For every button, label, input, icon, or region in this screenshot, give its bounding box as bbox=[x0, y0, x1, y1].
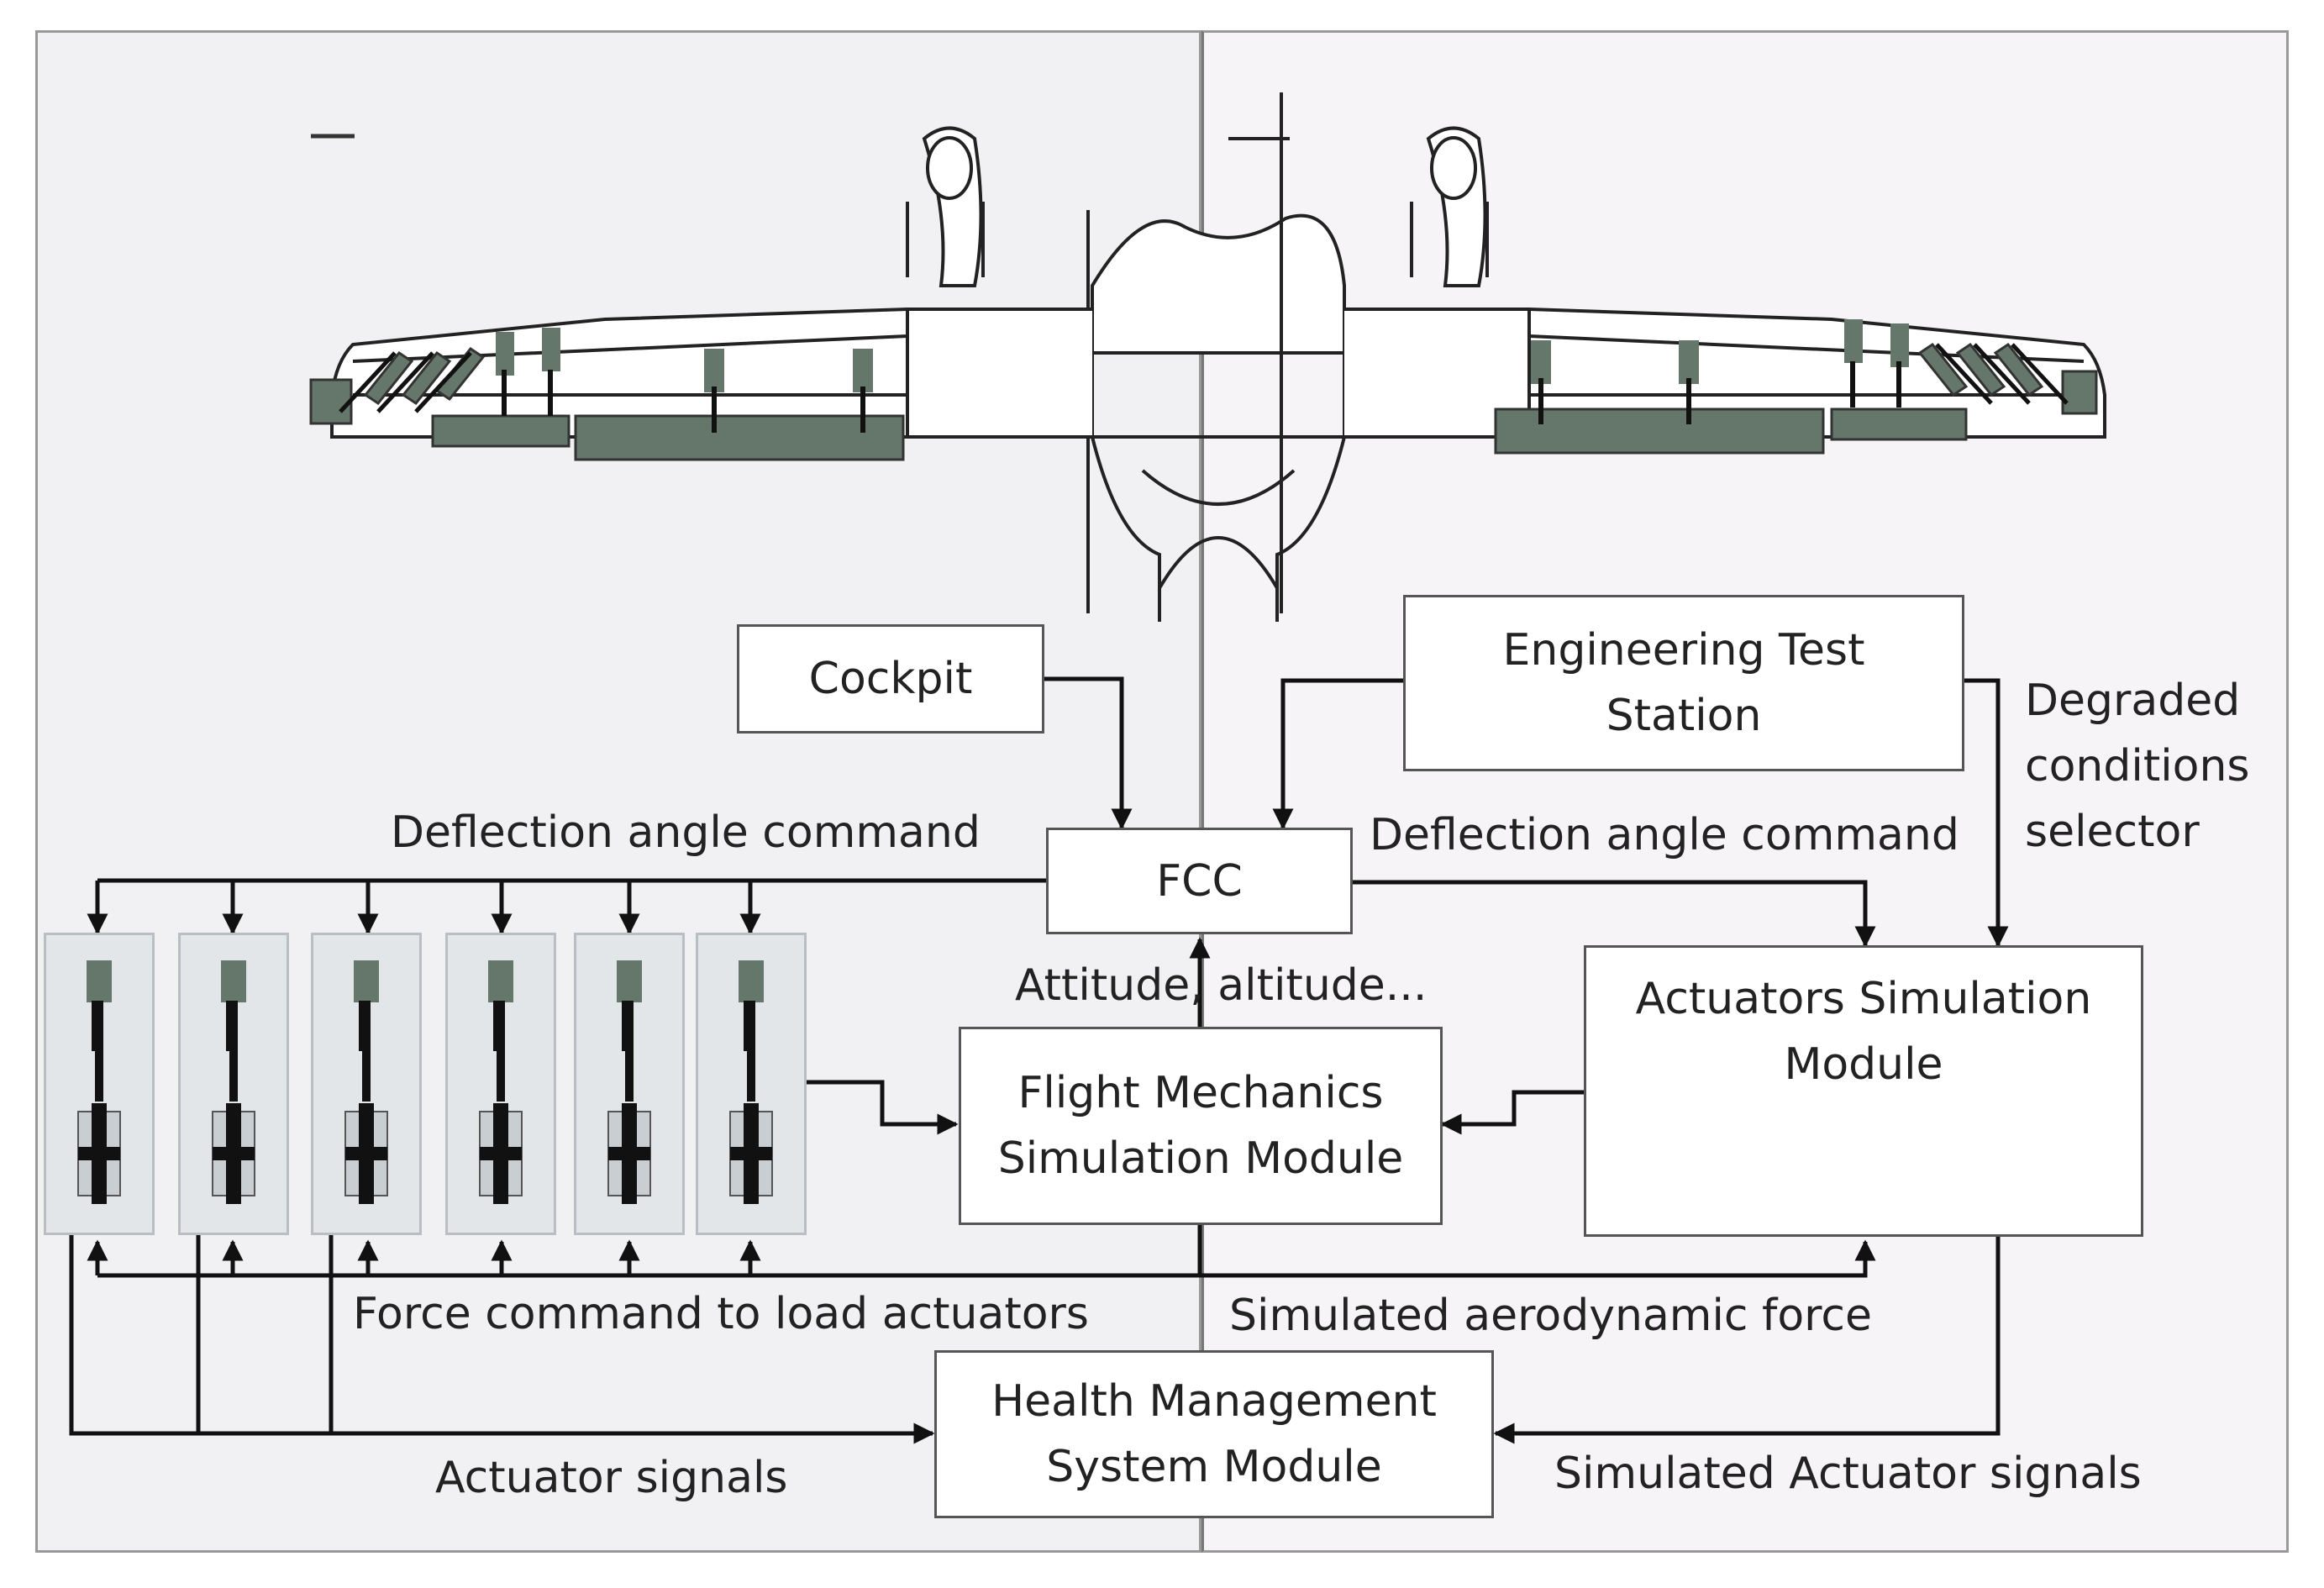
deflection-angle-command-right-label: Deflection angle command bbox=[1370, 810, 1959, 860]
actuator-glyph bbox=[479, 960, 523, 1204]
actuator-glyph bbox=[729, 960, 773, 1204]
left-panel bbox=[35, 30, 1201, 1553]
actuator-unit-4 bbox=[445, 933, 556, 1235]
actuator-unit-2 bbox=[178, 933, 289, 1235]
connectors bbox=[69, 676, 2009, 1444]
actuator-unit-1 bbox=[44, 933, 155, 1235]
deflection-angle-command-left-label: Deflection angle command bbox=[391, 807, 981, 858]
actuator-unit-6 bbox=[696, 933, 807, 1235]
health-management-system-module-block: Health Management System Module bbox=[934, 1350, 1494, 1518]
simulated-aerodynamic-force-label: Simulated aerodynamic force bbox=[1229, 1291, 1872, 1341]
left-control-surfaces bbox=[309, 328, 905, 461]
actuator-glyph bbox=[607, 960, 651, 1204]
force-command-label: Force command to load actuators bbox=[353, 1289, 1090, 1339]
fcc-block: FCC bbox=[1046, 828, 1353, 934]
actuator-glyph bbox=[212, 960, 255, 1204]
actuator-unit-5 bbox=[574, 933, 685, 1235]
cockpit-block: Cockpit bbox=[737, 624, 1044, 734]
engineering-test-station-block: Engineering Test Station bbox=[1403, 595, 1964, 771]
actuator-glyph bbox=[344, 960, 388, 1204]
flight-mechanics-simulation-module-block: Flight Mechanics Simulation Module bbox=[959, 1027, 1443, 1225]
actuator-signals-label: Actuator signals bbox=[435, 1453, 788, 1503]
actuator-glyph bbox=[77, 960, 121, 1204]
right-panel bbox=[1201, 30, 2289, 1553]
degraded-conditions-selector-label: Degraded conditions selector bbox=[2025, 676, 2250, 857]
right-control-surfaces bbox=[1494, 319, 2098, 455]
attitude-altitude-label: Attitude, altitude... bbox=[1015, 960, 1428, 1011]
aircraft-outline bbox=[330, 92, 2106, 622]
simulated-actuator-signals-label: Simulated Actuator signals bbox=[1554, 1449, 2142, 1499]
actuator-unit-3 bbox=[311, 933, 422, 1235]
actuators-simulation-module-block: Actuators Simulation Module bbox=[1584, 945, 2143, 1237]
